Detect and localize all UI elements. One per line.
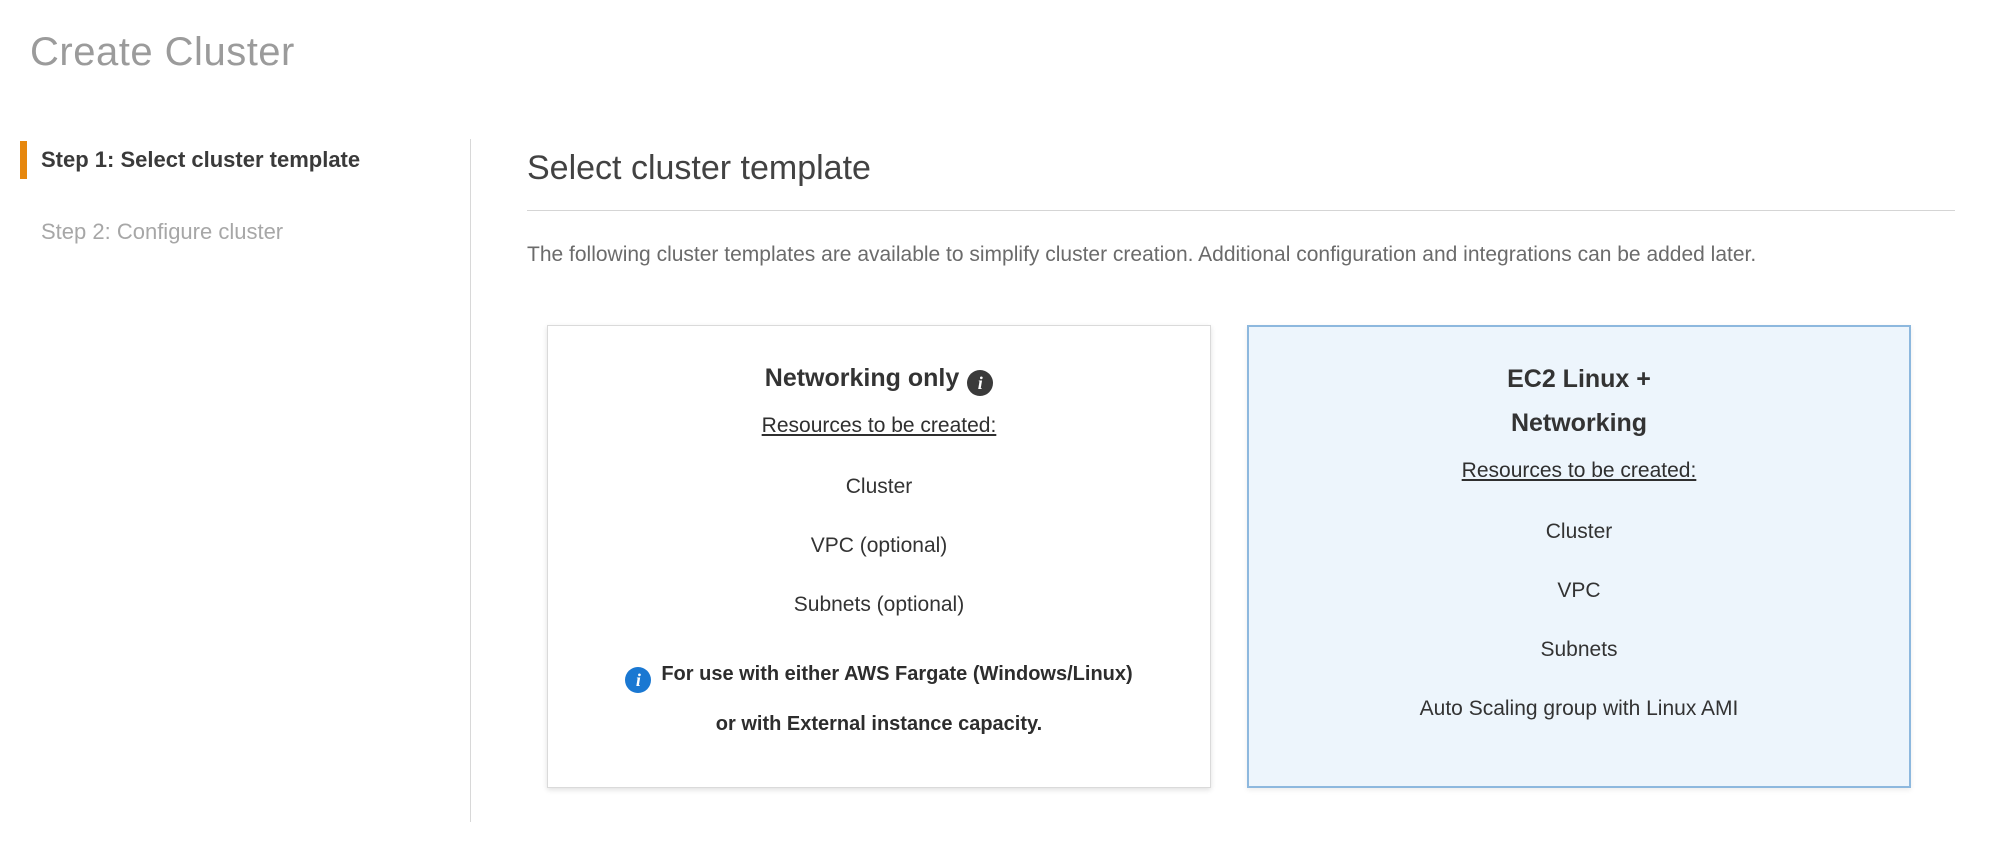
card-note-text: For use with either AWS Fargate (Windows… — [661, 663, 1133, 735]
resource-item: VPC — [1557, 579, 1601, 602]
template-card-ec2-linux-networking[interactable]: EC2 Linux + Networking Resources to be c… — [1247, 325, 1911, 788]
step-2-configure-cluster[interactable]: Step 2: Configure cluster — [41, 219, 284, 244]
card-note: i For use with either AWS Fargate (Window… — [572, 649, 1186, 749]
template-card-networking-only[interactable]: Networking only i Resources to be created… — [547, 325, 1211, 788]
section-description: The following cluster templates are avai… — [527, 243, 1757, 266]
info-icon: i — [625, 667, 652, 693]
resource-item: Auto Scaling group with Linux AMI — [1419, 697, 1739, 720]
page-title: Create Cluster — [30, 30, 295, 74]
resources-label: Resources to be created: — [1461, 459, 1697, 482]
section-divider — [527, 210, 1955, 211]
main-content: Select cluster template The following cl… — [470, 139, 1999, 822]
section-heading: Select cluster template — [527, 149, 871, 187]
create-cluster-wizard: Step 1: Select cluster template Step 2: … — [0, 139, 1999, 822]
template-cards: Networking only i Resources to be created… — [547, 325, 1955, 788]
resource-item: VPC (optional) — [810, 534, 948, 557]
info-icon[interactable]: i — [967, 370, 994, 396]
card-title: EC2 Linux + Networking — [1273, 357, 1885, 445]
resource-item: Subnets (optional) — [793, 593, 965, 616]
card-title-text: EC2 Linux + Networking — [1507, 365, 1651, 437]
resources-label: Resources to be created: — [761, 414, 997, 437]
resource-item: Cluster — [1545, 520, 1613, 543]
card-title: Networking only i — [572, 356, 1186, 400]
resource-item: Subnets — [1540, 638, 1618, 661]
wizard-steps-sidebar: Step 1: Select cluster template Step 2: … — [0, 139, 470, 822]
card-title-text: Networking only — [764, 364, 960, 392]
step-1-select-cluster-template[interactable]: Step 1: Select cluster template — [20, 141, 470, 179]
resource-item: Cluster — [845, 475, 913, 498]
